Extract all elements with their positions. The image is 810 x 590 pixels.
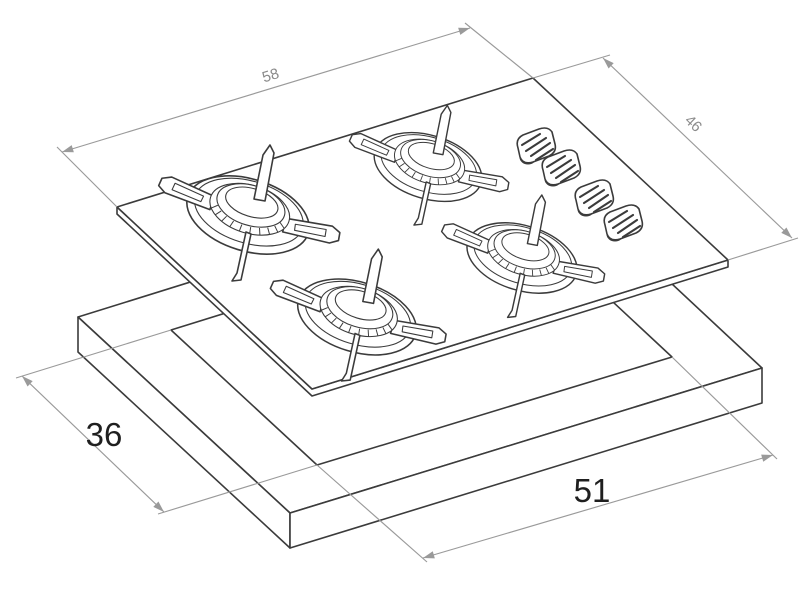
dimension-line-58 <box>61 27 471 153</box>
dimension-line-36 <box>21 375 165 513</box>
dimension-label-51: 51 <box>574 472 611 509</box>
cutout-dimensions <box>15 329 778 563</box>
dimension-label-46: 46 <box>681 112 705 136</box>
extension-line <box>532 54 611 79</box>
extension-line <box>671 356 778 460</box>
dimension-line-51 <box>422 454 774 559</box>
dimension-labels: 58 46 36 51 <box>86 65 705 509</box>
extension-line <box>464 22 534 79</box>
extension-line <box>56 146 118 208</box>
dimension-label-58: 58 <box>260 65 281 86</box>
hob-dimensions <box>56 22 799 261</box>
extension-line <box>157 464 318 515</box>
dimension-line-46 <box>602 57 793 239</box>
extension-line <box>15 329 172 379</box>
dimension-label-36: 36 <box>86 416 123 453</box>
extension-line <box>727 237 799 261</box>
extension-line <box>316 464 428 563</box>
